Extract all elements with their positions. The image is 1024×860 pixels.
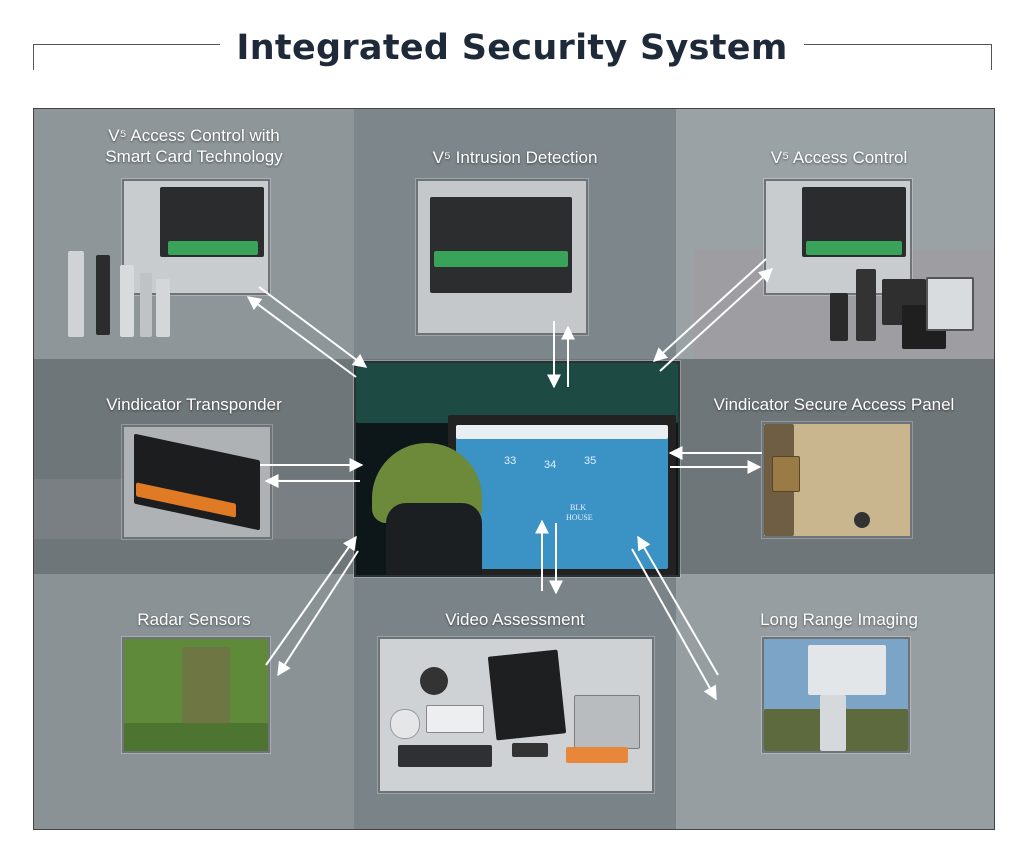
imaging-camera-image: [808, 645, 886, 695]
arrow-center-to-bl: [277, 550, 359, 677]
intrusion-panel-image: [430, 197, 572, 293]
access-terminals-image: [806, 241, 902, 255]
label-access-control: V⁵ Access Control: [770, 148, 908, 167]
photo-center-operator: 33 34 35 BLK HOUSE: [354, 361, 680, 577]
label-access-control-smart-card: V⁵ Access Control with Smart Card Techno…: [54, 125, 334, 167]
camera-mast-image: [820, 695, 846, 751]
monitor-screen: 33 34 35 BLK HOUSE: [456, 425, 668, 569]
arrow-tl-to-center: [258, 286, 368, 368]
intrusion-terminals-image: [434, 251, 568, 267]
terminal-blocks-image: [168, 241, 258, 255]
diagram-panel: V⁵ Access Control with Smart Card Techno…: [33, 108, 995, 830]
card-reader-1-image: [68, 251, 84, 337]
screen-label-house: HOUSE: [566, 513, 593, 522]
control-room-background: [356, 363, 678, 423]
photo-radar-sensors: [122, 637, 270, 753]
title-rule-left-tick: [33, 44, 34, 70]
label-secure-access-panel: Vindicator Secure Access Panel: [713, 395, 955, 414]
card-reader-3-image: [120, 265, 134, 337]
page-title: Integrated Security System: [0, 28, 1024, 68]
keypad-image: [772, 456, 800, 492]
card-reader-4-image: [140, 273, 152, 337]
label-line-1: V⁵ Access Control with: [108, 126, 280, 145]
screen-label-blk: BLK: [570, 503, 586, 512]
arrow-br-to-center: [637, 535, 719, 676]
connection-arrows: [246, 258, 774, 701]
prox-reader-2-image: [856, 269, 876, 341]
arrow-bl-to-center: [265, 535, 357, 666]
door-handle-image: [854, 512, 870, 528]
keyboard-controller-image: [566, 747, 628, 763]
title-rule-right-tick: [991, 44, 992, 70]
label-intrusion-detection: V⁵ Intrusion Detection: [432, 148, 598, 167]
monitor-toolbar: [456, 425, 668, 439]
card-reader-5-image: [156, 279, 170, 337]
prox-reader-5-image: [926, 277, 974, 331]
arrow-tr-to-center: [652, 258, 767, 362]
photo-secure-access-panel: [762, 422, 912, 538]
arrow-center-to-tl: [246, 296, 357, 378]
label-vindicator-transponder: Vindicator Transponder: [106, 395, 282, 414]
label-radar-sensors: Radar Sensors: [137, 610, 251, 629]
title-bar: Integrated Security System: [0, 0, 1024, 100]
arrow-center-to-tr: [659, 268, 774, 372]
software-disc-image: [390, 709, 420, 739]
photo-video-assessment: [378, 637, 654, 793]
grass-image: [124, 723, 268, 751]
camera-box-image: [426, 705, 484, 733]
photo-intrusion-detection: [416, 179, 588, 335]
dome-camera-image: [420, 667, 448, 695]
radar-unit-image: [182, 647, 230, 731]
card-reader-2-image: [96, 255, 110, 335]
label-line-2: Smart Card Technology: [105, 147, 283, 166]
prox-reader-1-image: [830, 293, 848, 341]
arrow-center-to-br: [631, 548, 717, 701]
label-long-range-imaging: Long Range Imaging: [760, 610, 918, 629]
dvr-recorder-image: [398, 745, 492, 767]
photo-long-range-imaging: [762, 637, 910, 753]
label-video-assessment: Video Assessment: [445, 610, 585, 629]
monitor-stand-image: [512, 743, 548, 757]
operator-body: [386, 503, 482, 575]
screen-zone-34: 34: [544, 459, 557, 471]
screen-zone-33: 33: [504, 455, 517, 467]
screen-zone-35: 35: [584, 455, 597, 467]
